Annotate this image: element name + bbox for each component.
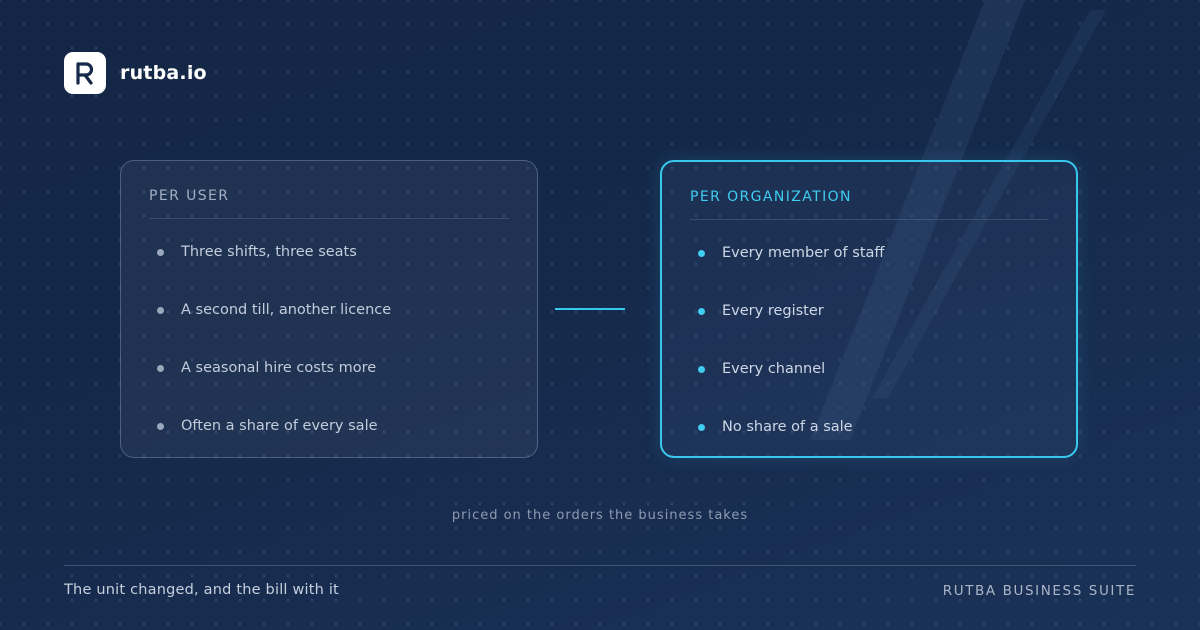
footer-tagline: The unit changed, and the bill with it (64, 582, 339, 598)
bullet-icon (157, 248, 164, 256)
bullet-icon (698, 249, 705, 257)
brand[interactable]: rutba.io (64, 52, 207, 94)
card-title: PER USER (149, 188, 509, 219)
bullet-icon (157, 306, 164, 314)
brand-name: rutba.io (120, 62, 207, 84)
list-item: Every register (690, 282, 1048, 340)
list-item: Every member of staff (690, 224, 1048, 282)
feature-list: Three shifts, three seats A second till,… (149, 223, 509, 455)
bullet-icon (157, 422, 164, 430)
per-user-card: PER USER Three shifts, three seats A sec… (120, 160, 538, 458)
list-item: A seasonal hire costs more (149, 339, 509, 397)
connector-line (555, 308, 625, 310)
bullet-icon (698, 365, 705, 373)
footer-divider (64, 565, 1136, 566)
bullet-icon (698, 423, 705, 431)
pricing-caption: priced on the orders the business takes (451, 508, 749, 523)
list-item: Three shifts, three seats (149, 223, 509, 281)
list-item: No share of a sale (690, 398, 1048, 456)
list-item: A second till, another licence (149, 281, 509, 339)
per-organization-card: PER ORGANIZATION Every member of staff E… (660, 160, 1078, 458)
list-item: Often a share of every sale (149, 397, 509, 455)
logo-icon (64, 52, 106, 94)
bullet-icon (698, 307, 705, 315)
bullet-icon (157, 364, 164, 372)
footer-suite-name: RUTBA BUSINESS SUITE (942, 583, 1136, 599)
card-title: PER ORGANIZATION (690, 189, 1048, 220)
feature-list: Every member of staff Every register Eve… (690, 224, 1048, 456)
list-item: Every channel (690, 340, 1048, 398)
